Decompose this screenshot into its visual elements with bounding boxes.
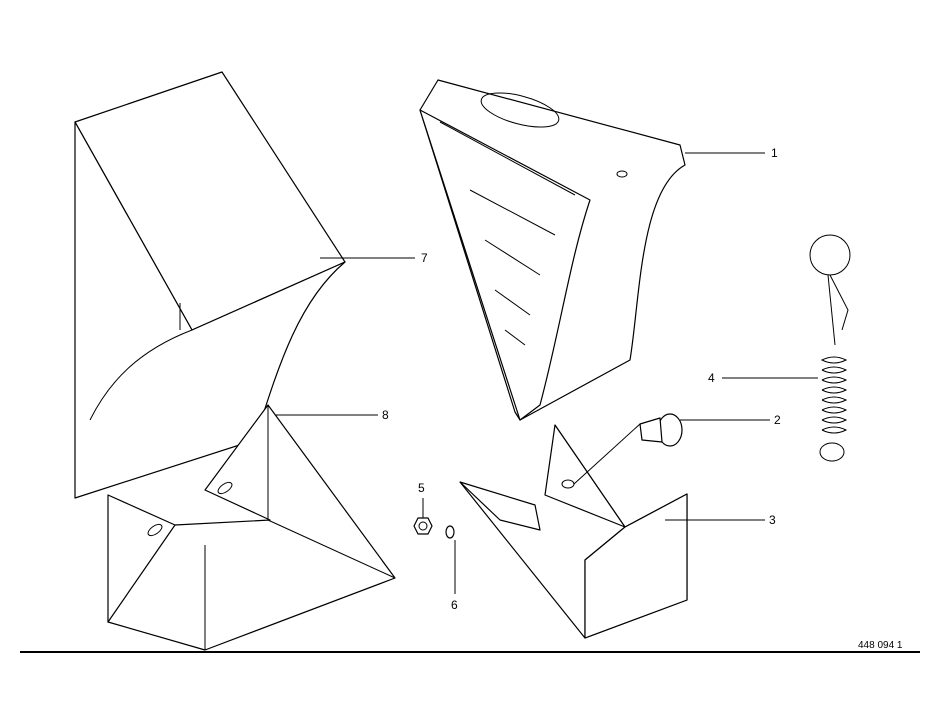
part-4-spring-pin: [809, 234, 851, 462]
callout-5: 5: [418, 481, 425, 495]
part-1-wheel-chock: [419, 79, 686, 421]
callout-8: 8: [382, 408, 389, 422]
callout-2: 2: [774, 413, 781, 427]
part-7-chock-cover: [74, 71, 346, 499]
callout-6: 6: [451, 598, 458, 612]
callout-3: 3: [769, 513, 776, 527]
part-3-bracket: [459, 424, 688, 639]
drawing-number: 448 094 1: [858, 640, 903, 651]
callout-7: 7: [421, 251, 428, 265]
part-5-nut: [413, 517, 433, 535]
callout-4: 4: [708, 371, 715, 385]
part-6-washer: [445, 525, 455, 539]
part-8-holder-bracket: [107, 404, 396, 651]
leader-lines: [275, 152, 818, 594]
callout-1: 1: [771, 146, 778, 160]
part-2-carriage-bolt: [639, 413, 683, 447]
